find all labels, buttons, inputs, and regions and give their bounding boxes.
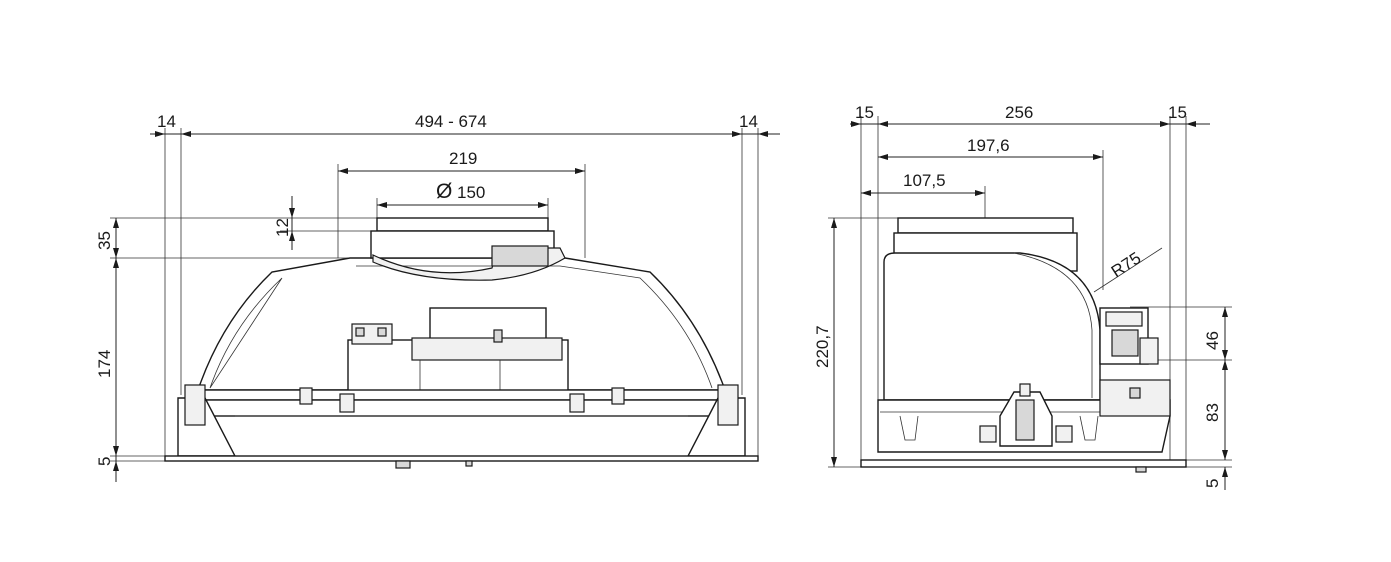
side-dim-texts: 15 256 15 197,6 107,5 R75 220,7 46 83 5 [813,103,1222,488]
front-view: 14 494 - 674 14 219 Ø 150 12 35 174 5 [95,112,780,482]
side-base-label: 5 [1203,479,1222,488]
front-outlet-spacing-label: 219 [449,149,477,168]
front-body-height-label: 174 [95,350,114,378]
front-diameter-symbol: Ø [436,180,452,203]
side-lower-height-label: 83 [1203,403,1222,422]
front-hood-body [164,217,759,469]
front-diameter-label: 150 [457,183,485,202]
front-collar-height-label: 12 [273,218,292,237]
front-dim-lines [113,131,780,482]
front-width-label: 494 - 674 [415,112,487,131]
side-depth-label: 256 [1005,103,1033,122]
front-base-label: 5 [95,457,114,466]
front-right-margin-label: 14 [739,112,758,131]
side-view: 15 256 15 197,6 107,5 R75 220,7 46 83 5 [813,103,1232,490]
front-dim-texts: 14 494 - 674 14 219 Ø 150 12 35 174 5 [95,112,758,466]
side-hood-body [860,217,1187,473]
side-total-height-label: 220,7 [813,325,832,368]
front-left-margin-label: 14 [157,112,176,131]
side-left-margin-label: 15 [855,103,874,122]
front-top-height-label: 35 [95,231,114,250]
side-motor-height-label: 46 [1203,331,1222,350]
side-depth-to-back-label: 197,6 [967,136,1010,155]
side-radius-label: R75 [1108,248,1145,281]
side-dim-lines [831,121,1228,490]
side-right-margin-label: 15 [1168,103,1187,122]
side-duct-center-label: 107,5 [903,171,946,190]
